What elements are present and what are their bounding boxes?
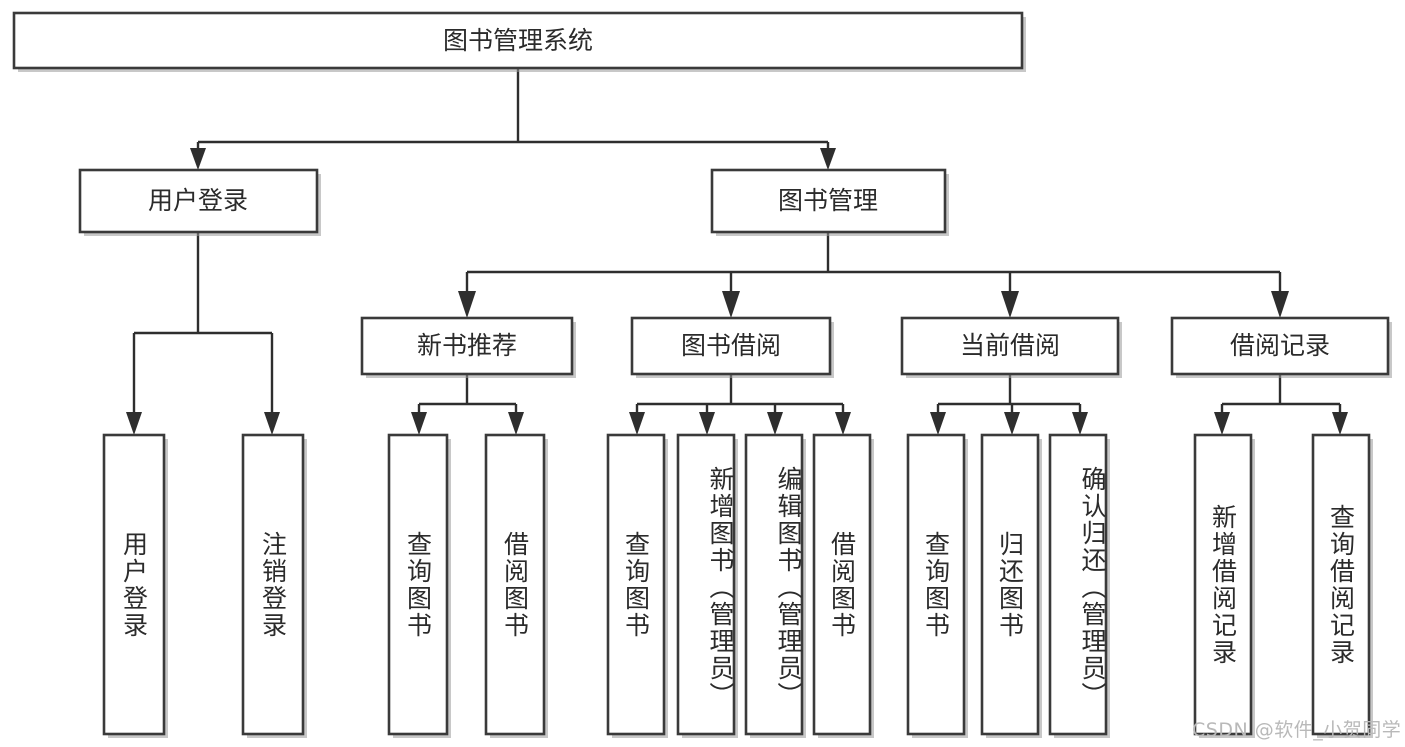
arrow-to-leaf-query-book-3 (930, 412, 946, 435)
arrow-to-leaf-add-record (1214, 412, 1230, 435)
node-current-borrow-label: 当前借阅 (960, 331, 1060, 360)
node-leaf-add-record-box[interactable] (1193, 433, 1253, 736)
node-leaf-edit-book-box[interactable] (744, 433, 804, 736)
node-user-login-label: 用户登录 (148, 186, 248, 215)
node-leaf-add-book-box[interactable] (676, 433, 736, 736)
node-root-label: 图书管理系统 (443, 26, 593, 55)
node-book-manage-box[interactable] (710, 168, 947, 234)
node-leaf-borrow-book-2-box[interactable] (812, 433, 872, 736)
arrow-to-leaf-add-book (699, 412, 715, 435)
arrow-to-new-book-recommend (458, 291, 476, 318)
arrow-to-leaf-query-book-1 (411, 412, 427, 435)
node-new-book-recommend-box[interactable] (360, 316, 574, 376)
node-leaf-user-logout-box[interactable] (241, 433, 305, 736)
node-leaf-query-record-box[interactable] (1311, 433, 1371, 736)
nodes-layer: 图书管理系统 用户登录 图书管理 新书推荐 图书借阅 当前借阅 借阅记录 (12, 11, 1392, 738)
arrow-to-leaf-user-login (126, 412, 142, 435)
node-leaf-query-book-1-box[interactable] (387, 433, 449, 736)
arrow-to-current-borrow (1001, 291, 1019, 318)
arrow-to-leaf-query-book-2 (629, 412, 645, 435)
node-leaf-query-book-2-box[interactable] (606, 433, 666, 736)
node-leaf-confirm-return-box[interactable] (1048, 433, 1108, 736)
arrow-root-to-book-manage (820, 148, 836, 170)
arrow-to-book-borrow (722, 291, 740, 318)
arrow-root-to-user-login (190, 148, 206, 170)
node-leaf-return-book-box[interactable] (980, 433, 1040, 736)
node-leaf-user-login-box[interactable] (102, 433, 166, 736)
arrow-to-leaf-user-logout (264, 412, 280, 435)
arrow-to-leaf-borrow-book-1 (508, 412, 524, 435)
node-user-login-box[interactable] (78, 168, 319, 234)
node-borrow-record-box[interactable] (1170, 316, 1390, 376)
node-book-manage-label: 图书管理 (778, 186, 878, 215)
arrow-to-leaf-query-record (1332, 412, 1348, 435)
arrow-to-borrow-record (1271, 291, 1289, 318)
arrow-to-leaf-borrow-book-2 (835, 412, 851, 435)
csdn-watermark: CSDN @软件_小贺同学 (1192, 719, 1402, 741)
connectors-layer (126, 68, 1348, 435)
node-borrow-record-label: 借阅记录 (1230, 331, 1330, 360)
arrow-to-leaf-confirm-return (1072, 412, 1088, 435)
node-leaf-query-book-3-box[interactable] (906, 433, 966, 736)
arrow-to-leaf-return-book (1004, 412, 1020, 435)
node-book-borrow-label: 图书借阅 (681, 331, 781, 360)
node-new-book-recommend-label: 新书推荐 (417, 331, 517, 360)
node-book-borrow-box[interactable] (630, 316, 832, 376)
node-leaf-borrow-book-1-box[interactable] (484, 433, 546, 736)
node-root-box[interactable] (12, 11, 1024, 70)
node-current-borrow-box[interactable] (900, 316, 1120, 376)
arrow-to-leaf-edit-book (767, 412, 783, 435)
